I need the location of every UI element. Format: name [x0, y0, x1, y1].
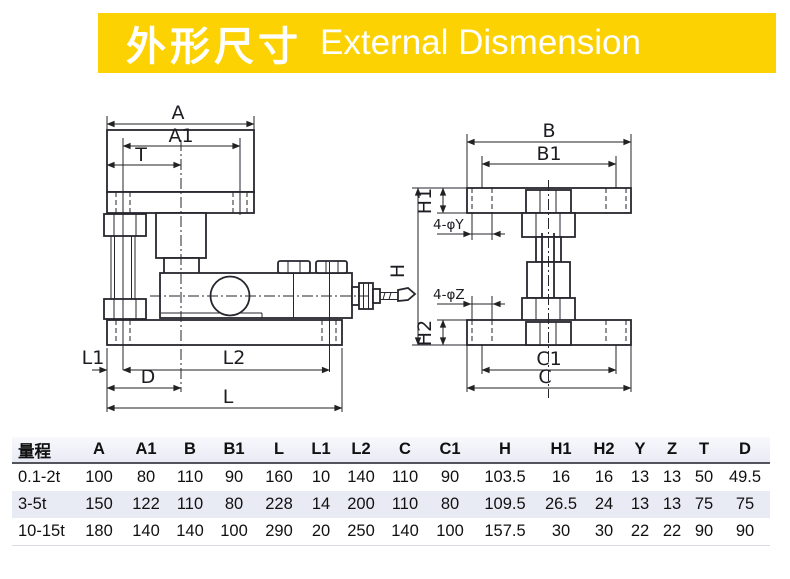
value-cell: 30	[584, 518, 624, 546]
value-cell: 24	[584, 491, 624, 518]
value-cell: 30	[538, 518, 584, 546]
dim-label-A: A	[172, 102, 185, 124]
cable-tip	[397, 287, 417, 302]
column-header: Z	[656, 437, 688, 464]
holes-label-bottom: 4-φZ	[433, 287, 465, 303]
value-cell: 160	[265, 468, 293, 486]
column-header: T	[688, 437, 720, 464]
column-header: A	[74, 437, 124, 464]
value-cell: 140	[124, 518, 168, 546]
value-cell: 80	[212, 491, 256, 518]
column-header: H1	[538, 437, 584, 464]
value-cell: 109.5	[472, 491, 538, 518]
column-header: B1	[212, 437, 256, 464]
value-cell: 26.5	[538, 491, 584, 518]
dim-label-C1: C1	[536, 348, 561, 370]
value-cell: 100	[212, 518, 256, 546]
dim-label-T: T	[134, 144, 147, 166]
column-header: C	[382, 437, 428, 464]
value-cell: 49.5	[728, 468, 762, 486]
dim-label-L1: L1	[82, 347, 105, 369]
value-cell: 13	[662, 468, 682, 486]
column-header: L1	[302, 437, 340, 464]
range-cell: 3-5t	[12, 491, 74, 518]
value-cell: 100	[428, 518, 472, 546]
value-cell: 22	[656, 518, 688, 546]
dim-label-L2: L2	[223, 347, 246, 369]
value-cell: 140	[168, 518, 212, 546]
column-header: B	[168, 437, 212, 464]
column-header: L2	[340, 437, 382, 464]
column-header: Y	[624, 437, 656, 464]
value-cell: 80	[136, 468, 156, 486]
value-cell: 157.5	[472, 518, 538, 546]
value-cell: 13	[630, 468, 650, 486]
dim-label-A1: A1	[168, 125, 193, 147]
value-cell: 110	[176, 468, 204, 486]
value-cell: 16	[594, 468, 614, 486]
column-header: H	[472, 437, 538, 464]
value-cell: 75	[720, 491, 770, 518]
value-cell: 90	[720, 518, 770, 546]
value-cell: 13	[624, 491, 656, 518]
column-header: C1	[428, 437, 472, 464]
value-cell: 14	[302, 491, 340, 518]
title-english: External Dismension	[320, 23, 641, 62]
header-banner: 外形尺寸 External Dismension	[98, 13, 776, 73]
value-cell: 90	[224, 468, 244, 486]
dim-label-H1: H1	[414, 188, 436, 214]
value-cell: 140	[347, 468, 375, 486]
dim-label-L: L	[223, 386, 234, 408]
range-cell: 10-15t	[12, 518, 74, 546]
value-cell: 75	[688, 491, 720, 518]
value-cell: 103.5	[484, 468, 526, 486]
value-cell: 22	[624, 518, 656, 546]
value-cell: 13	[656, 491, 688, 518]
value-cell: 90	[440, 468, 460, 486]
column-header: A1	[124, 437, 168, 464]
value-cell: 150	[74, 491, 124, 518]
value-cell: 290	[256, 518, 302, 546]
left-view-drawing: A A1 T L1 L2 D L	[82, 102, 417, 412]
value-cell: 16	[551, 468, 571, 486]
value-cell: 180	[74, 518, 124, 546]
value-cell: 10	[311, 468, 331, 486]
column-header: H2	[584, 437, 624, 464]
value-cell: 122	[124, 491, 168, 518]
value-cell: 90	[688, 518, 720, 546]
value-cell: 110	[391, 468, 419, 486]
range-cell: 0.1-2t	[18, 468, 61, 486]
right-view-drawing: B B1 H H1 H2 4-φY 4-φZ C1 C	[387, 120, 632, 398]
dimension-drawing: A A1 T L1 L2 D L	[82, 102, 632, 412]
dim-label-H: H	[387, 264, 409, 278]
value-cell: 100	[85, 468, 113, 486]
dim-label-H2: H2	[414, 320, 436, 346]
value-cell: 20	[302, 518, 340, 546]
dim-label-B1: B1	[536, 143, 561, 165]
dim-label-B: B	[542, 120, 555, 142]
dim-label-C: C	[538, 366, 551, 388]
value-cell: 140	[382, 518, 428, 546]
column-header: D	[720, 437, 770, 464]
value-cell: 80	[428, 491, 472, 518]
value-cell: 110	[168, 491, 212, 518]
title-chinese: 外形尺寸	[126, 25, 302, 69]
value-cell: 228	[256, 491, 302, 518]
value-cell: 50	[694, 468, 714, 486]
value-cell: 110	[382, 491, 428, 518]
column-header: 量程	[12, 437, 74, 464]
value-cell: 200	[340, 491, 382, 518]
value-cell: 250	[340, 518, 382, 546]
table-row: 0.1-2t 100 80 110 90 160 10 140 110 90 103.5 16 16 13…	[12, 463, 770, 491]
column-header: L	[256, 437, 302, 464]
dim-label-D: D	[141, 366, 156, 388]
holes-label-top: 4-φY	[433, 217, 464, 233]
